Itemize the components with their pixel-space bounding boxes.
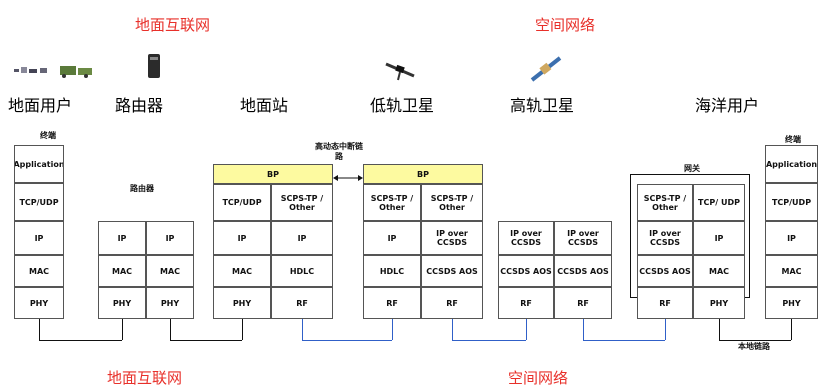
stack-app-ground-user: Application — [14, 145, 64, 183]
stack-rf-ground-station: RF — [271, 287, 333, 319]
link-ocean-user-down — [791, 319, 792, 340]
stack-ipoverccsds-leo: IP over CCSDS — [421, 221, 483, 255]
rf-link-geo-b-down — [583, 319, 584, 340]
stack-scpstp-leo-b: SCPS-TP / Other — [421, 184, 483, 221]
stack-ccsdsaos-geo-b: CCSDS AOS — [554, 255, 612, 287]
stack-scpstp-ground-station: SCPS-TP / Other — [271, 184, 333, 221]
router-icon — [148, 54, 160, 78]
rf-link-geo-gateway — [583, 340, 665, 341]
stack-tcpudp-ground-user: TCP/UDP — [14, 183, 64, 221]
stack-hdlc-ground-station: HDLC — [271, 255, 333, 287]
label-gateway: 网关 — [684, 164, 700, 173]
stack-ccsdsaos-gateway: CCSDS AOS — [637, 255, 693, 287]
leo-satellite-icon — [385, 62, 415, 81]
link-ground-station-down — [242, 319, 243, 340]
label-terminal-right: 终端 — [785, 135, 801, 144]
link-ground-user-router — [39, 340, 122, 341]
stack-rf-geo-a: RF — [498, 287, 554, 319]
stack-ip-ground-user: IP — [14, 221, 64, 255]
stack-ip-leo: IP — [363, 221, 421, 255]
rf-link-gs-down — [302, 319, 303, 340]
stack-mac-ground-station: MAC — [213, 255, 271, 287]
stack-phy-ground-user: PHY — [14, 287, 64, 319]
stack-rf-geo-b: RF — [554, 287, 612, 319]
stack-tcpudp-ground-station: TCP/UDP — [213, 184, 271, 221]
node-leo-satellite: 低轨卫星 — [370, 96, 435, 115]
link-router-a-down — [122, 319, 123, 340]
stack-scpstp-leo-a: SCPS-TP / Other — [363, 184, 421, 221]
stack-mac-ground-user: MAC — [14, 255, 64, 287]
label-terminal-left: 终端 — [40, 131, 56, 140]
link-router-b-down — [170, 319, 171, 340]
rf-link-geo-down — [526, 319, 527, 340]
rf-link-gateway-down — [665, 319, 666, 340]
stack-phy-gateway: PHY — [693, 287, 745, 319]
stack-mac-ocean-user: MAC — [765, 255, 818, 287]
rf-link-leo-geo — [452, 340, 526, 341]
rf-link-gs-leo — [302, 340, 392, 341]
stack-ipoverccsds-geo-a: IP over CCSDS — [498, 221, 554, 255]
label-local-link: 本地链路 — [738, 342, 770, 351]
node-ocean-user: 海洋用户 — [695, 96, 760, 115]
stack-phy-router-b: PHY — [146, 287, 194, 319]
stack-bp-leo: BP — [363, 164, 483, 184]
stack-app-ocean-user: Application — [765, 145, 818, 183]
stack-mac-gateway: MAC — [693, 255, 745, 287]
title-space-network-top: 空间网络 — [535, 16, 596, 34]
title-ground-internet-bottom: 地面互联网 — [107, 369, 183, 387]
stack-phy-router-a: PHY — [98, 287, 146, 319]
stack-mac-router-b: MAC — [146, 255, 194, 287]
link-ground-user-down — [39, 319, 40, 340]
stack-tcpudp-gateway: TCP/ UDP — [693, 184, 745, 221]
stack-rf-leo-b: RF — [421, 287, 483, 319]
node-geo-satellite: 高轨卫星 — [510, 96, 575, 115]
node-ground-station: 地面站 — [240, 96, 289, 115]
stack-bp-ground-station: BP — [213, 164, 333, 184]
stack-tcpudp-ocean-user: TCP/UDP — [765, 183, 818, 221]
stack-phy-ground-station: PHY — [213, 287, 271, 319]
ground-user-icon — [14, 66, 92, 78]
stack-ip-router-b: IP — [146, 221, 194, 255]
stack-rf-leo-a: RF — [363, 287, 421, 319]
stack-mac-router-a: MAC — [98, 255, 146, 287]
label-router-stack: 路由器 — [130, 184, 154, 193]
stack-ip-ground-station: IP — [213, 221, 271, 255]
link-router-ground-station — [170, 340, 242, 341]
rf-link-leo-b-down — [452, 319, 453, 340]
node-router: 路由器 — [115, 96, 164, 115]
stack-ipoverccsds-geo-b: IP over CCSDS — [554, 221, 612, 255]
label-disruption-link: 高动态中断链路 — [315, 142, 363, 161]
stack-rf-gateway: RF — [637, 287, 693, 319]
stack-hdlc-leo: HDLC — [363, 255, 421, 287]
stack-ccsdsaos-leo: CCSDS AOS — [421, 255, 483, 287]
stack-phy-ocean-user: PHY — [765, 287, 818, 319]
link-gateway-down — [719, 319, 720, 340]
stack-scpstp-gateway: SCPS-TP / Other — [637, 184, 693, 221]
bp-link-arrow — [333, 175, 363, 181]
stack-ip-ocean-user: IP — [765, 221, 818, 255]
stack-ipoverccsds-gateway: IP over CCSDS — [637, 221, 693, 255]
stack-ccsdsaos-geo-a: CCSDS AOS — [498, 255, 554, 287]
node-ground-user: 地面用户 — [8, 96, 73, 115]
link-gateway-ocean-user — [719, 340, 791, 341]
stack-ip-gateway: IP — [693, 221, 745, 255]
stack-ip-router-a: IP — [98, 221, 146, 255]
rf-link-leo-down — [392, 319, 393, 340]
title-ground-internet-top: 地面互联网 — [135, 16, 211, 34]
title-space-network-bottom: 空间网络 — [508, 369, 569, 387]
stack-ip-ground-station-b: IP — [271, 221, 333, 255]
geo-satellite-icon — [530, 56, 562, 82]
